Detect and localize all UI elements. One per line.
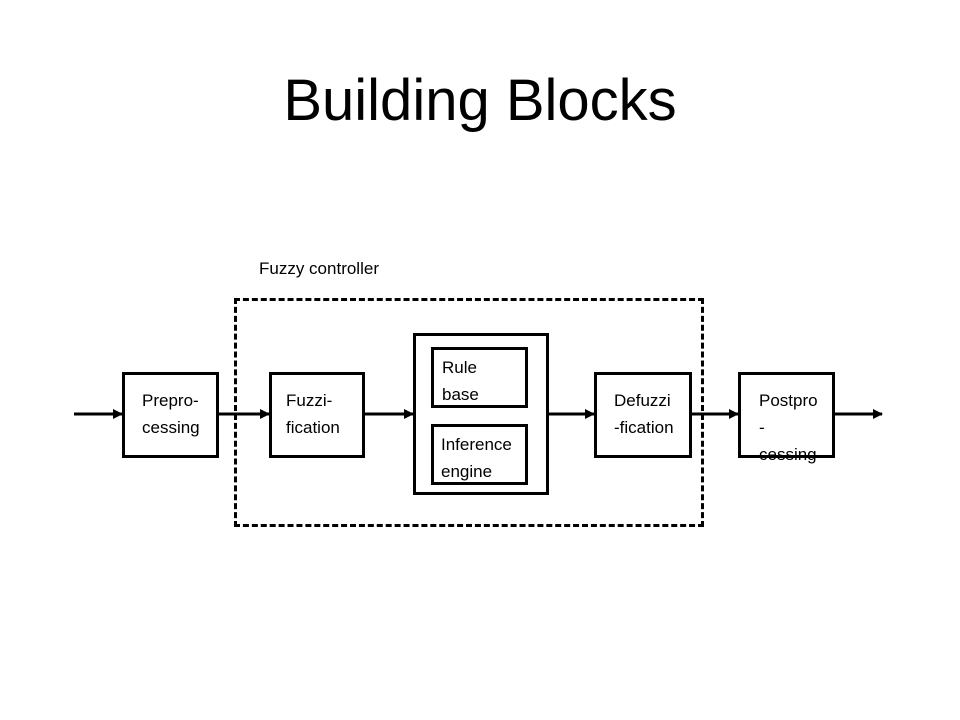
fuzzy-controller-label: Fuzzy controller — [259, 259, 379, 278]
slide-title: Building Blocks — [283, 68, 677, 133]
inference-engine-block — [431, 424, 528, 485]
postprocessing-block — [738, 372, 835, 458]
defuzzification-label: Defuzzi -fication — [614, 391, 674, 437]
preprocessing-block — [122, 372, 219, 458]
fuzzification-block — [269, 372, 365, 458]
rule-base-block — [431, 347, 528, 408]
defuzzification-block — [594, 372, 692, 458]
postprocessing-label: Postpro - cessing — [759, 391, 818, 464]
rule-base-label: Rule base — [442, 358, 479, 404]
preprocessing-label: Prepro- cessing — [142, 391, 200, 437]
inference-engine-label: Inference engine — [441, 435, 512, 481]
fuzzification-label: Fuzzi- fication — [286, 391, 340, 437]
